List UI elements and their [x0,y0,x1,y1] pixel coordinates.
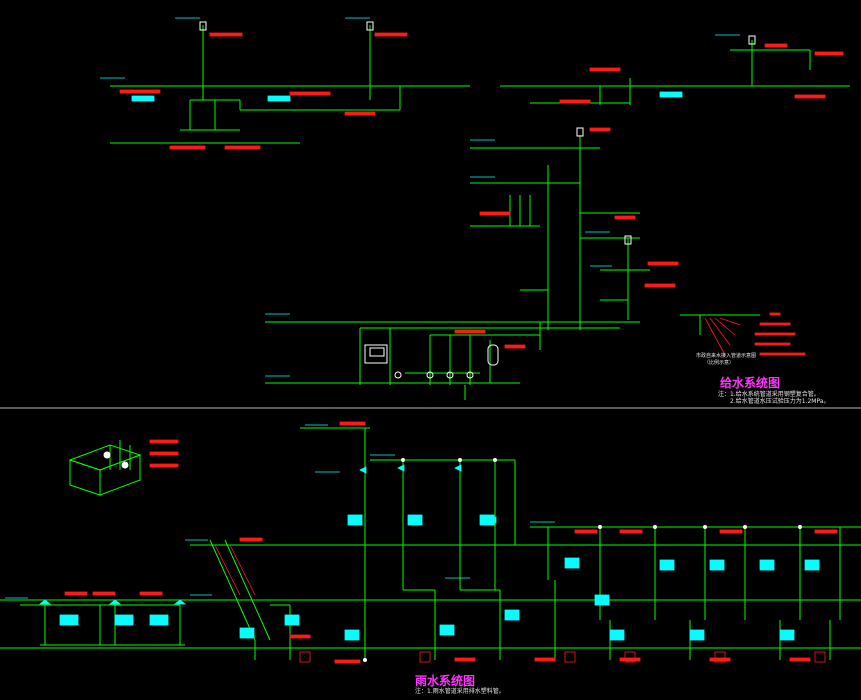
rain-system-title: 雨水系统图 [415,674,476,688]
rain-fixtures [103,451,802,662]
supply-fixtures [199,21,756,379]
rain-dimension-marks [5,424,820,641]
supply-system-note-2: 2.给水管道水压试验压力为1.2MPa。 [730,398,830,405]
rain-system-note: 注：1.雨水管道采用排水塑料管。 [415,688,505,695]
supply-dimension-marks [100,17,740,377]
rain-system-drawing [0,427,861,660]
supply-system-note-1: 注：1.给水系统管道采用钢塑复合管。 [718,391,820,398]
supply-legend-caption-scale: （比例示意） [704,360,735,366]
supply-system-drawing [110,25,850,400]
supply-system-title: 给水系统图 [720,376,781,390]
rain-annotations [64,421,838,664]
supply-legend-caption: 市政自来水接入管道示意图 [696,353,757,359]
supply-annotations [119,32,844,356]
